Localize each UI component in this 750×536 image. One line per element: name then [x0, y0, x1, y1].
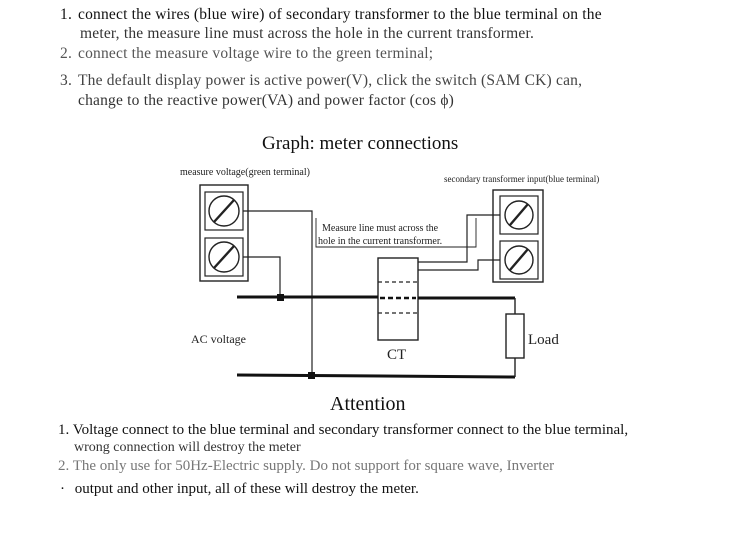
instruction-1-continued: meter, the measure line must across the … [80, 25, 535, 42]
measure-line-callout [315, 218, 477, 248]
junction-dot-upper [277, 294, 284, 301]
load-label: Load [528, 332, 559, 348]
ct-wire-upper [418, 214, 500, 263]
ct-wire-lower [418, 259, 500, 271]
instruction-3-number: 3. [60, 72, 73, 89]
voltage-terminal-label: measure voltage(green terminal) [180, 167, 310, 178]
instruction-3: 3. The default display power is active po… [60, 72, 582, 90]
attention-item-1-text: Voltage connect to the blue terminal and… [72, 422, 629, 438]
attention-item-3: · output and other input, all of these w… [60, 481, 419, 498]
voltage-screw-lower [208, 241, 240, 273]
ct-label: CT [387, 347, 406, 363]
junction-dot-lower [308, 372, 315, 379]
attention-title: Attention [330, 393, 406, 415]
attention-item-1-number: 1. [58, 422, 70, 438]
measure-line-label-2: hole in the current transformer. [318, 236, 442, 247]
attention-item-2: 2. The only use for 50Hz-Electric supply… [58, 458, 554, 475]
ct-terminal-label: secondary transformer input(blue termina… [444, 174, 599, 184]
attention-item-3-bullet: · [60, 481, 65, 497]
instruction-3-continued: change to the reactive power(VA) and pow… [78, 92, 455, 109]
ac-voltage-label: AC voltage [191, 332, 246, 346]
instruction-2: 2. connect the measure voltage wire to th… [60, 45, 433, 63]
instruction-1: 1. connect the wires (blue wire) of secon… [60, 6, 602, 24]
voltage-terminal-block [199, 184, 249, 282]
ac-main-line-lower [236, 373, 516, 379]
measure-line-label-1: Measure line must across the [322, 223, 439, 234]
attention-item-2-number: 2. [58, 458, 70, 474]
voltage-screw-upper [208, 195, 240, 227]
instruction-1-text: connect the wires (blue wire) of seconda… [78, 6, 602, 23]
instruction-2-text: connect the measure voltage wire to the … [78, 45, 434, 62]
attention-item-3-text: output and other input, all of these wil… [74, 481, 419, 497]
instruction-2-number: 2. [60, 45, 73, 62]
attention-item-2-text: The only use for 50Hz-Electric supply. D… [72, 458, 555, 474]
ct-terminal-block [492, 189, 544, 283]
instruction-3-text: The default display power is active powe… [78, 72, 583, 89]
graph-title: Graph: meter connections [262, 133, 459, 154]
attention-item-1-continued: wrong connection will destroy the meter [74, 440, 301, 455]
load-resistor [505, 313, 525, 359]
voltage-wire-upper [243, 210, 313, 375]
attention-item-1: 1. Voltage connect to the blue terminal … [58, 422, 628, 439]
ct-screw-upper [504, 200, 534, 230]
voltage-wire-lower [243, 256, 281, 297]
ct-screw-lower [504, 245, 534, 275]
instruction-1-number: 1. [60, 6, 73, 23]
